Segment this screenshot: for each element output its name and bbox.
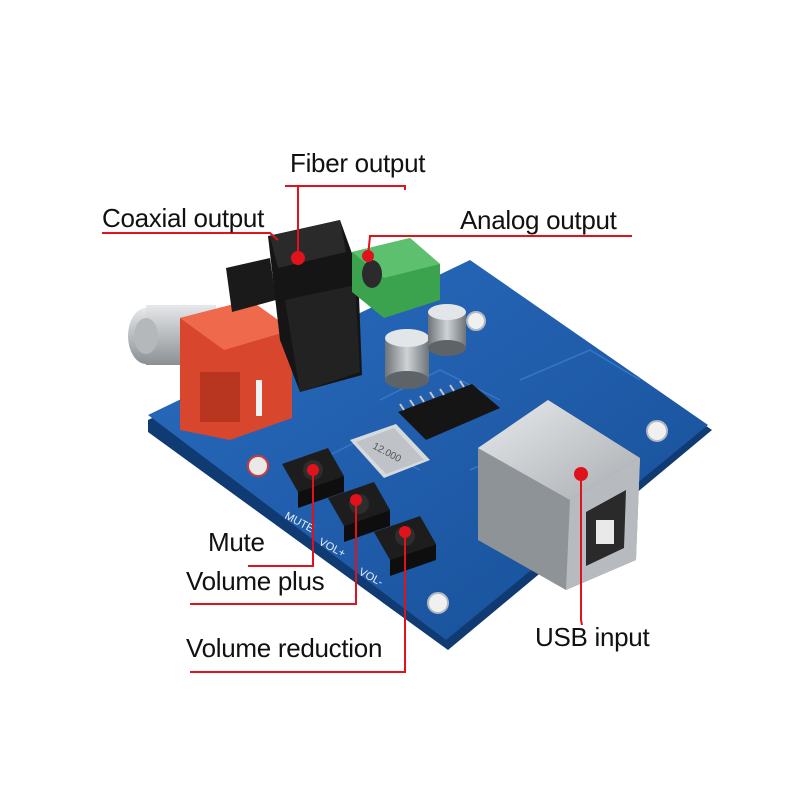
label-usb-input: USB input [535, 622, 650, 652]
leader-mute [248, 476, 314, 567]
label-analog-output: Analog output [460, 205, 617, 235]
fiber-connector [226, 220, 362, 392]
label-volume-reduction: Volume reduction [186, 633, 383, 663]
usb-b-connector [478, 400, 640, 590]
leader-vol-plus [190, 506, 357, 605]
dac-chip [398, 380, 500, 440]
label-fiber-output: Fiber output [290, 148, 426, 178]
leader-analog [367, 235, 632, 257]
callout-lines [102, 185, 632, 673]
mute-button [282, 448, 344, 508]
leader-coaxial [102, 232, 279, 241]
crystal-oscillator: 12.000 [350, 424, 430, 478]
leader-usb [580, 480, 583, 626]
coaxial-connector [128, 300, 292, 440]
capacitor [385, 304, 466, 389]
label-mute: Mute [208, 527, 265, 557]
mounting-hole [646, 420, 668, 442]
analog-jack [352, 238, 440, 318]
leader-vol-reduction [190, 538, 406, 673]
label-coaxial-output: Coaxial output [102, 203, 265, 233]
mounting-hole [427, 592, 449, 614]
label-volume-plus: Volume plus [186, 566, 325, 596]
leader-fiber [285, 185, 406, 190]
mounting-hole [466, 311, 486, 331]
mounting-hole [247, 455, 269, 477]
